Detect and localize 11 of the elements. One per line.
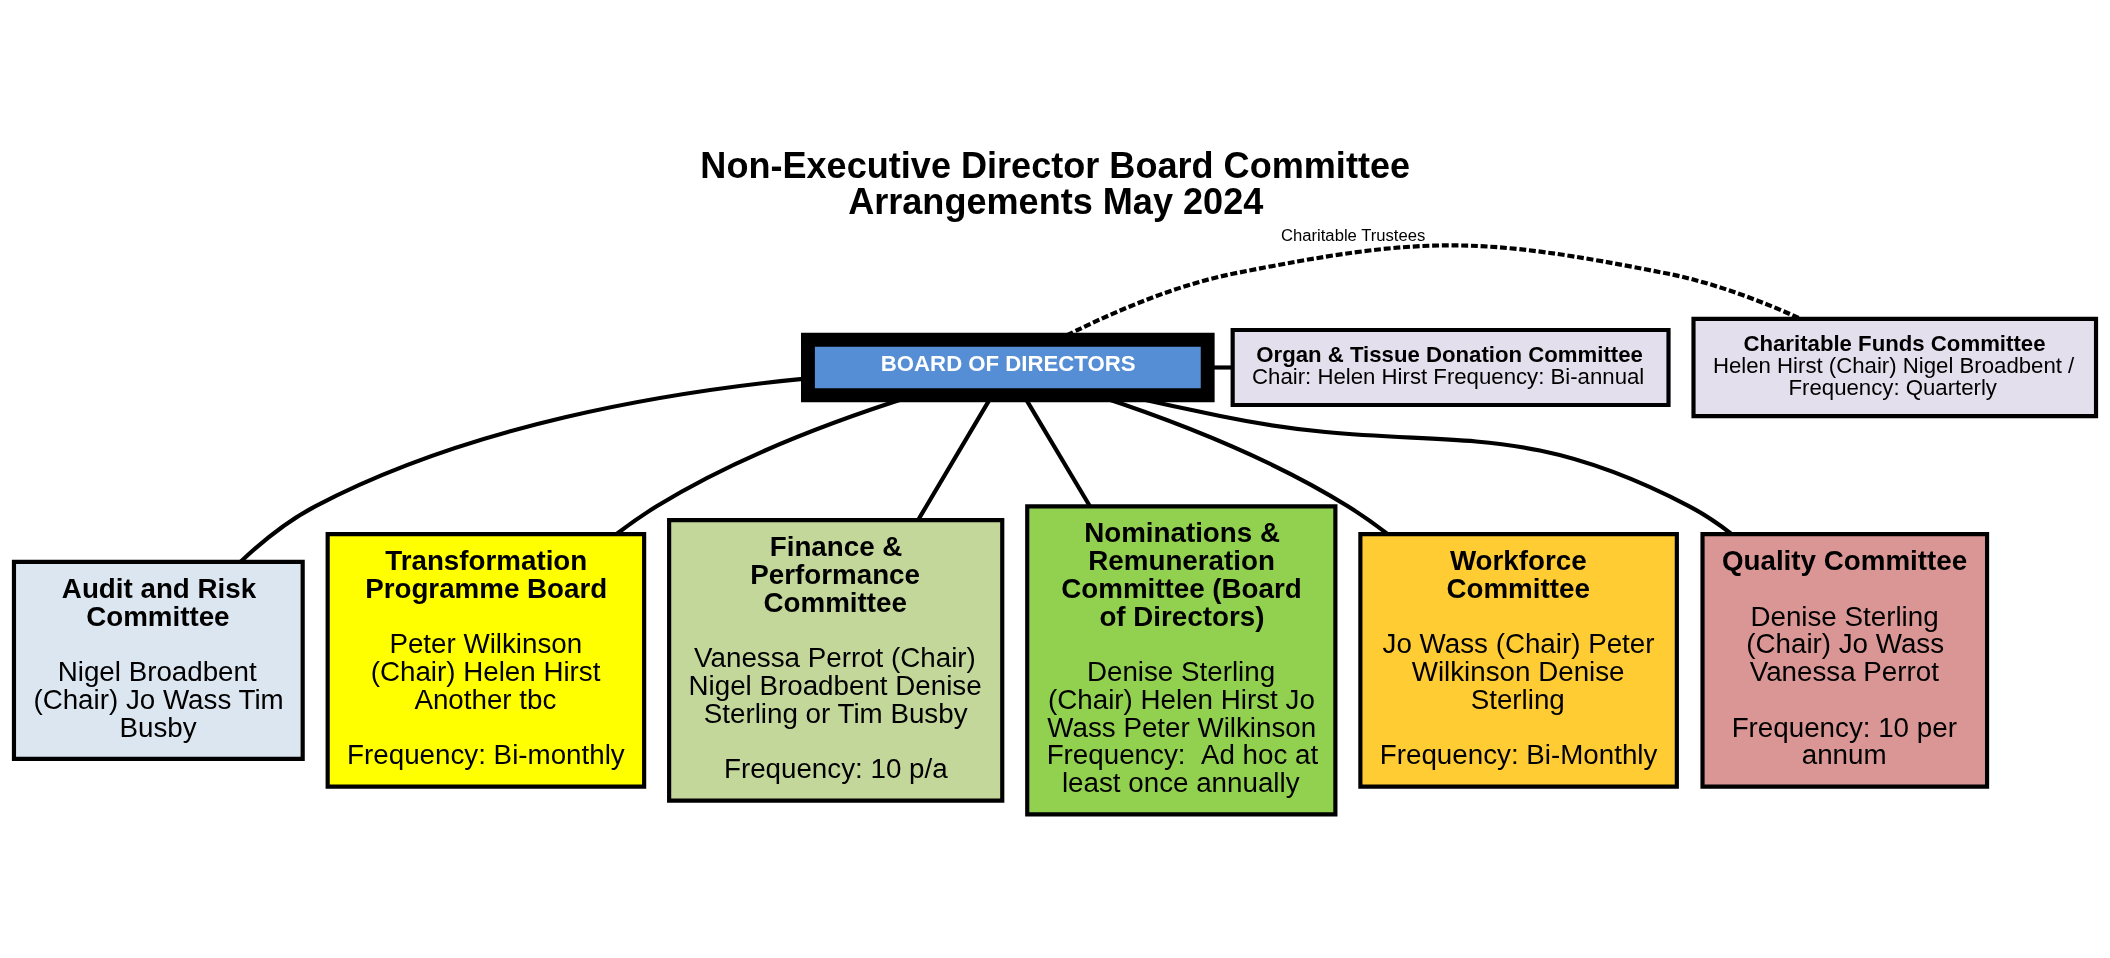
- node-box: BOARD OF DIRECTORS: [801, 332, 1215, 402]
- node-box: Nominations & Remuneration Committee (Board of Directors) Denise Sterling (Chair) Helen Hirst Jo Wass Peter Wilkinson Frequency: Ad hoc at least once annually: [1025, 503, 1338, 817]
- node-box: Audit and Risk Committee Nigel Broadbent (Chair) Jo Wass Tim Busby: [11, 559, 305, 761]
- node-box: Organ & Tissue Donation Committee Chair: Helen Hirst Frequency: Bi-annual: [1230, 327, 1671, 407]
- node-box: Quality Committee Denise Sterling (Chair) Jo Wass Vanessa Perrot Frequency: 10 per annum: [1700, 531, 1990, 789]
- edge-label: Charitable Trustees: [1280, 225, 1426, 245]
- node-box: Charitable Funds Committee Helen Hirst (Chair) Nigel Broadbent / Frequency: Quarterly: [1691, 316, 2099, 418]
- node-box: Transformation Programme Board Peter Wilkinson (Chair) Helen Hirst Another tbc Frequency: Bi-monthly: [325, 531, 647, 789]
- diagram-title: Non-Executive Director Board Committee Arrangements May 2024: [700, 144, 1411, 222]
- node-box: Finance & Performance Committee Vanessa Perrot (Chair) Nigel Broadbent Denise Sterling or Tim Busby Frequency: 10 p/a: [667, 517, 1005, 803]
- node-box: Workforce Committee Jo Wass (Chair) Peter Wilkinson Denise Sterling Frequency: Bi-Monthly: [1358, 531, 1679, 789]
